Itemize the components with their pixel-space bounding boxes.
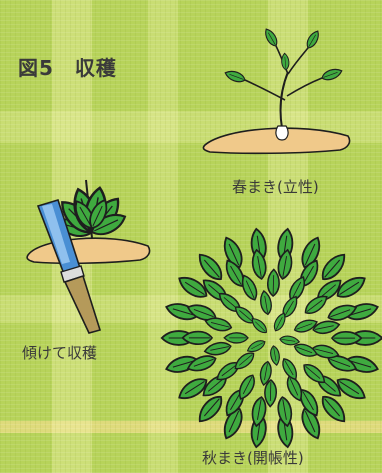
rosette-leaf xyxy=(193,391,228,427)
rosette-leaf xyxy=(292,316,320,336)
figure-title: 図5 収穫 xyxy=(18,56,117,80)
rosette-leaf xyxy=(316,391,351,427)
knife-blade-shine xyxy=(42,204,70,264)
autumn-spinach-rosette-icon xyxy=(160,227,382,449)
harvest-knife-icon xyxy=(36,199,102,334)
spring-stem xyxy=(279,71,289,129)
rosette-leaf xyxy=(301,291,331,319)
spring-leaf xyxy=(262,26,281,49)
rosette-leaf xyxy=(184,351,219,376)
knife-collar xyxy=(60,265,85,283)
rosette-leaf xyxy=(245,337,268,356)
rosette-leaf xyxy=(193,249,228,285)
rosette-leaf xyxy=(263,379,278,408)
tilted-harvest-label: 傾けて収穫 xyxy=(22,344,98,362)
autumn-sowing-label: 秋まき(開帳性) xyxy=(202,449,304,467)
rosette-leaf xyxy=(266,268,281,297)
rosette-leaf xyxy=(292,340,320,360)
knife-handle xyxy=(63,274,102,334)
rosette-leaf xyxy=(299,359,329,388)
rosette-leaf xyxy=(268,344,282,367)
rosette-leaf xyxy=(231,348,258,374)
spring-leaf xyxy=(303,28,322,51)
spring-soil-mound xyxy=(202,127,351,155)
spring-leaf xyxy=(280,52,291,71)
rosette-leaf xyxy=(316,249,351,285)
spring-sowing-label: 春まき(立性) xyxy=(232,178,319,196)
rosette-leaf xyxy=(202,339,233,358)
spring-leaf xyxy=(223,67,248,85)
spring-root xyxy=(275,125,289,141)
rosette-leaf xyxy=(325,300,360,325)
rosette-leaf xyxy=(223,332,249,344)
spring-leaf xyxy=(319,65,344,83)
plant-soil-mound xyxy=(26,237,151,265)
rosette-leaf xyxy=(248,315,270,336)
spring-spinach-seedling-icon xyxy=(202,26,351,155)
